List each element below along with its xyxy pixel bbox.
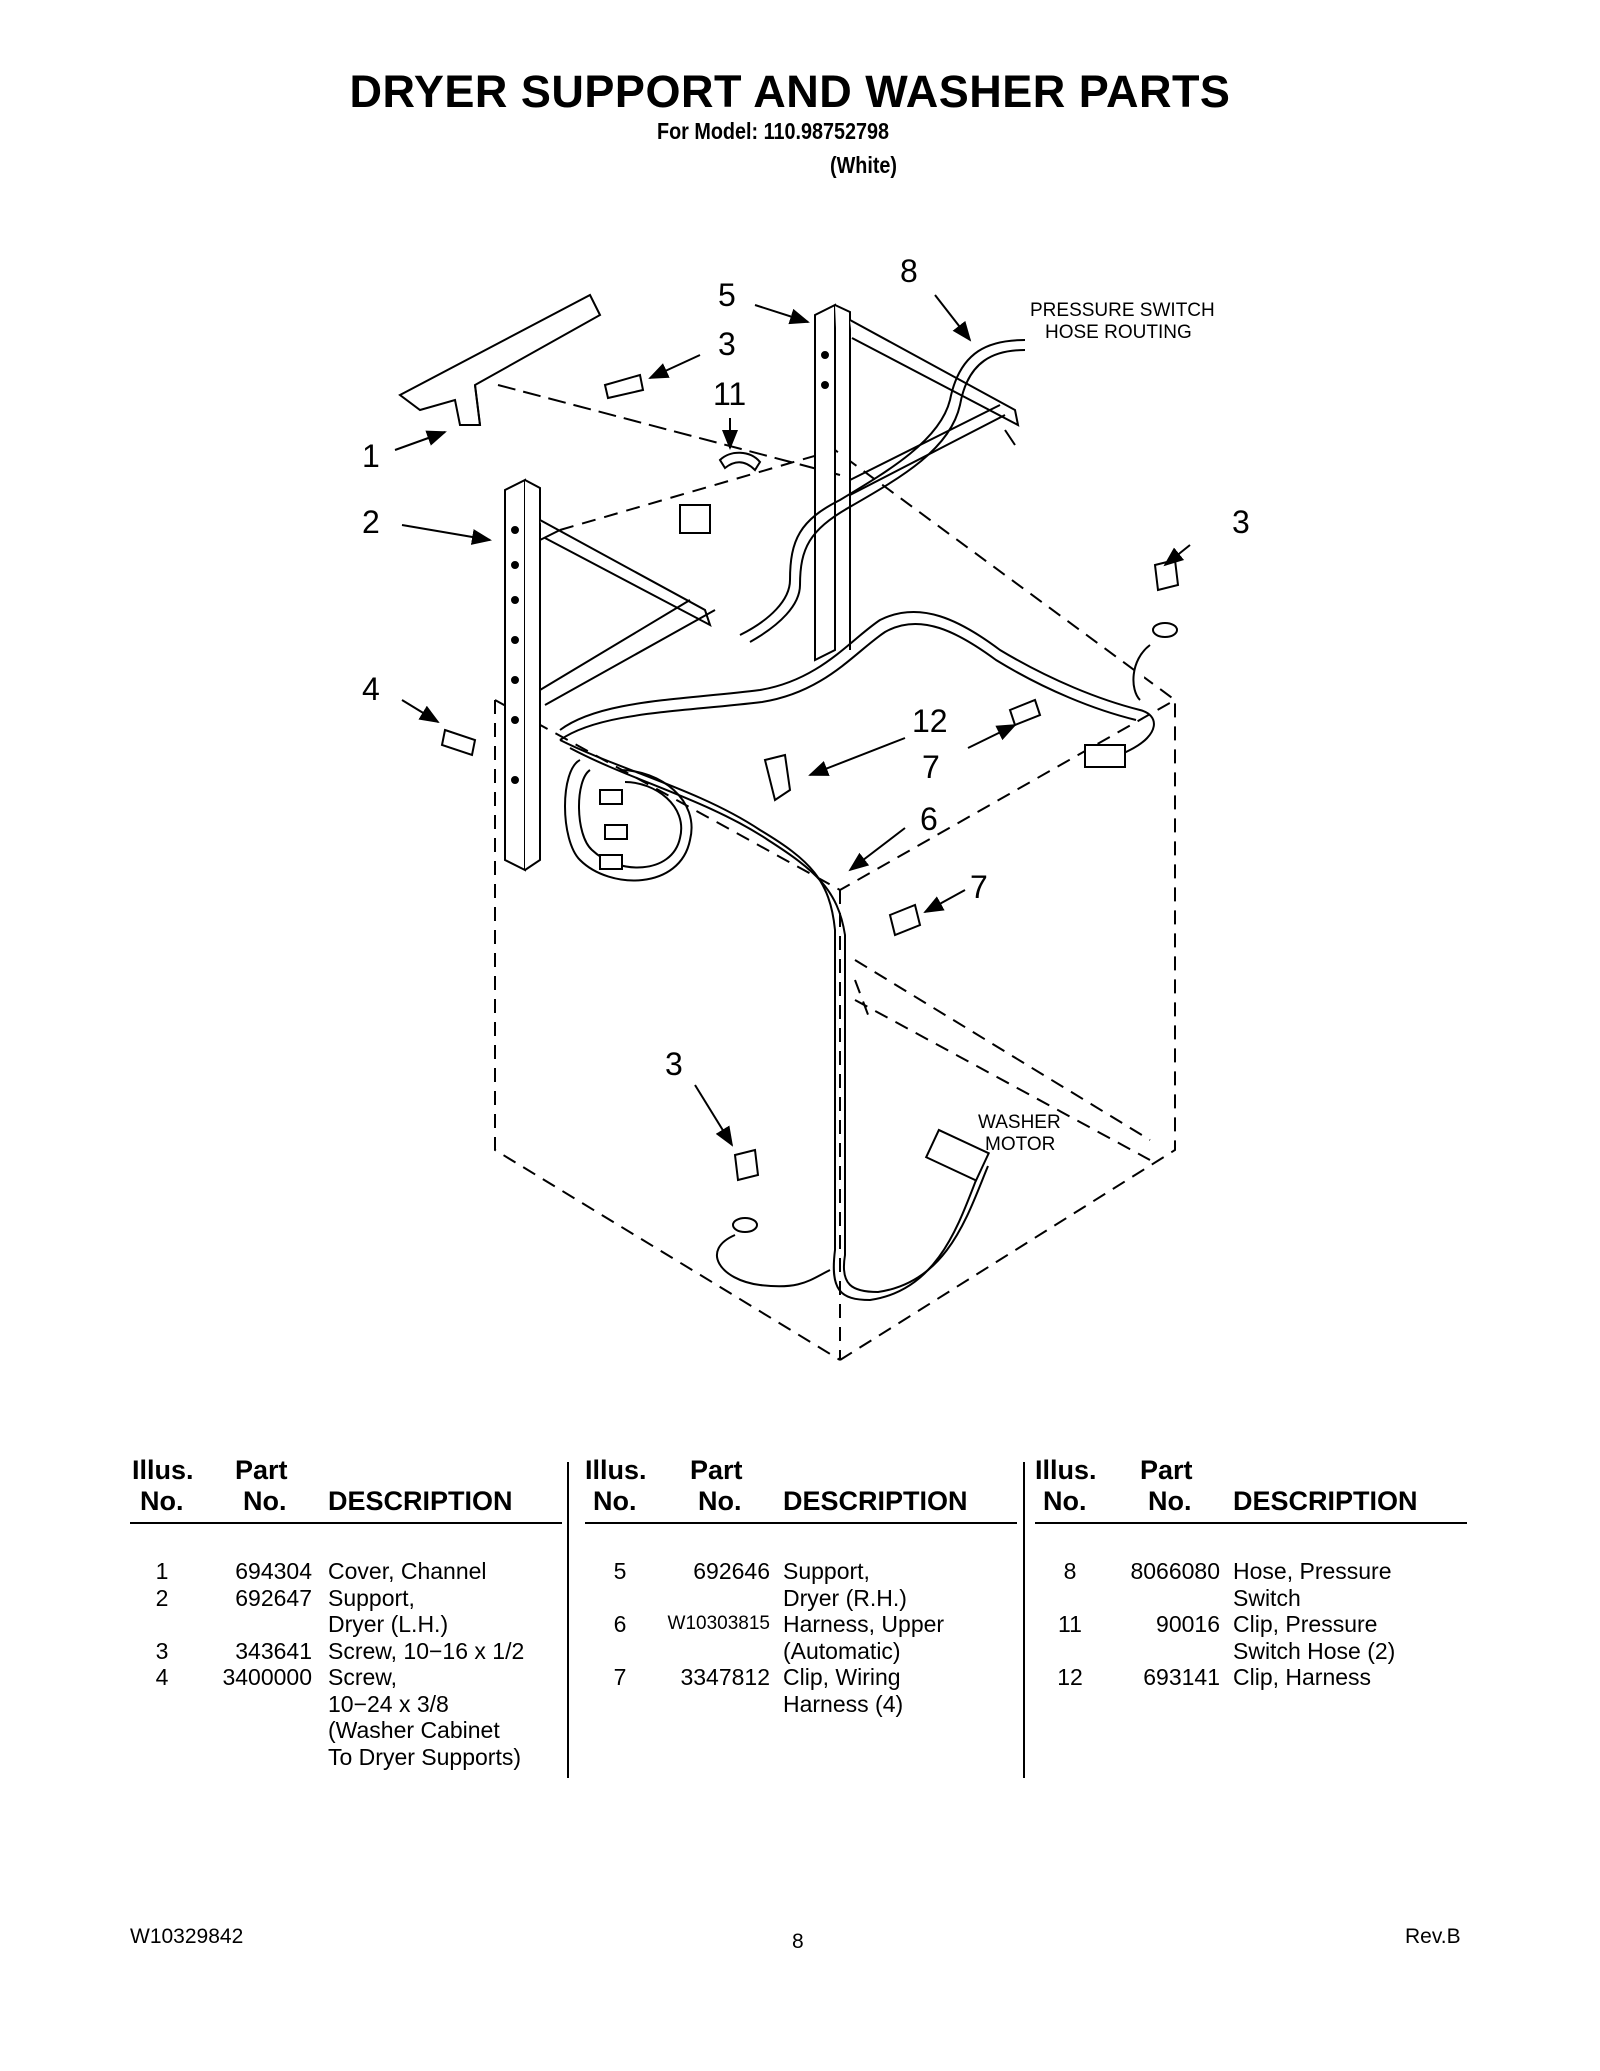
callout-arrows: [394, 294, 1191, 1147]
document-number: W10329842: [130, 1925, 244, 1948]
callout-3-bottom: 3: [665, 1046, 683, 1082]
column-divider-1: [567, 1462, 569, 1778]
callout-5: 5: [718, 277, 736, 313]
header-description-1: DESCRIPTION: [328, 1486, 513, 1516]
header-illus-2: Illus. No.: [585, 1455, 647, 1516]
model-color: (White): [830, 152, 898, 178]
callout-8: 8: [900, 253, 918, 289]
header-rule-3: [1035, 1522, 1467, 1524]
washer-motor-note-line2: MOTOR: [985, 1134, 1055, 1155]
callout-2: 2: [362, 504, 380, 540]
column-divider-2: [1023, 1462, 1025, 1778]
header-rule-1: [130, 1522, 562, 1524]
callout-4: 4: [362, 671, 380, 707]
callout-3-top: 3: [718, 326, 736, 362]
pressure-switch-note-line1: PRESSURE SWITCH: [1030, 300, 1215, 321]
callout-11: 11: [713, 376, 746, 412]
right-dryer-support: [814, 303, 1020, 662]
wiring-harness: [559, 611, 1155, 1302]
callout-12: 12: [912, 703, 948, 739]
header-rule-2: [585, 1522, 1017, 1524]
callout-7-lower: 7: [970, 869, 988, 905]
pressure-switch-note-line2: HOSE ROUTING: [1045, 322, 1192, 343]
pressure-switch-hose: [739, 339, 1026, 643]
page-title: DRYER SUPPORT AND WASHER PARTS: [349, 66, 1231, 117]
washer-motor-note-line1: WASHER: [978, 1112, 1061, 1133]
header-part-3: Part No.: [1140, 1455, 1193, 1516]
callout-labels: 8 5 3 11 1 2 3 4 12 7 6 7 3: [362, 253, 1250, 1082]
callout-7-upper: 7: [922, 749, 940, 785]
header-illus-3: Illus. No.: [1035, 1455, 1097, 1516]
header-illus-1: Illus. No.: [132, 1455, 194, 1516]
callout-6: 6: [920, 801, 938, 837]
callout-1: 1: [362, 438, 380, 474]
diagram-notes: PRESSURE SWITCH HOSE ROUTING WASHER MOTO…: [978, 300, 1215, 1155]
exploded-parts-diagram: 8 5 3 11 1 2 3 4 12 7 6 7 3 PRESSURE SWI…: [362, 253, 1250, 1361]
header-part-2: Part No.: [690, 1455, 743, 1516]
header-description-2: DESCRIPTION: [783, 1486, 968, 1516]
callout-3-right: 3: [1232, 504, 1250, 540]
model-number: For Model: 110.98752798: [657, 118, 889, 144]
header-description-3: DESCRIPTION: [1233, 1486, 1418, 1516]
connectors-and-clips: [440, 373, 1180, 1288]
revision: Rev.B: [1405, 1925, 1461, 1948]
channel-cover: [398, 293, 841, 476]
header-part-1: Part No.: [235, 1455, 288, 1516]
page-number: 8: [792, 1930, 804, 1953]
left-dryer-support: [504, 478, 716, 872]
